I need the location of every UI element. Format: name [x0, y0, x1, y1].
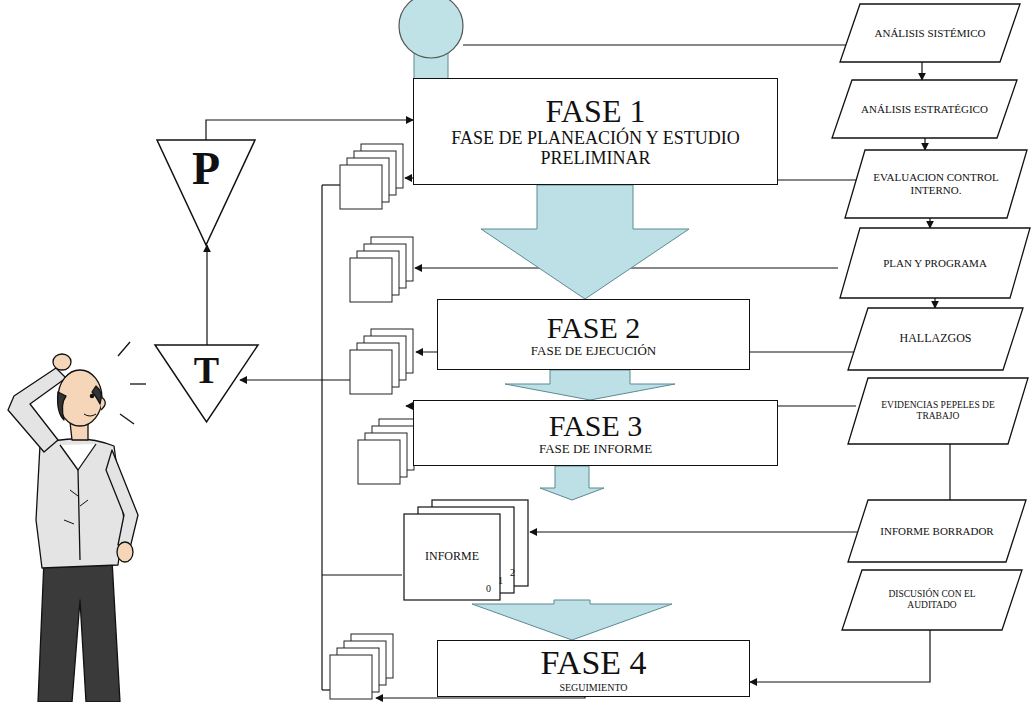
node-content: P: [157, 140, 255, 245]
phase-title: FASE 4: [540, 644, 646, 681]
block-arrow: [540, 466, 604, 500]
node-content: DISCUSIÓN CON EL AUDITADO: [842, 570, 1022, 630]
node-content: HALLAZGOS: [848, 308, 1023, 370]
connector-line: [206, 245, 207, 345]
wire: [322, 184, 340, 185]
connector-line: [750, 630, 930, 682]
process-box: FASE 1FASE DE PLANEACIÓN Y ESTUDIO PRELI…: [413, 78, 778, 185]
node-label: INFORME: [425, 550, 479, 564]
connector-line: [206, 120, 413, 140]
node-content: EVALUACION CONTROL INTERNO.: [845, 150, 1027, 218]
process-box: FASE 3FASE DE INFORME: [413, 400, 778, 466]
document-sheet: [330, 655, 372, 699]
input-parallelogram: EVIDENCIAS PEPELES DE TRABAJO: [848, 378, 1028, 444]
decision-triangle: P: [157, 140, 255, 245]
wire: [322, 689, 330, 690]
start-circle: [399, 0, 463, 80]
callout-number: 1: [498, 576, 503, 586]
connector-line: [924, 138, 925, 150]
phase-subtitle: SEGUIMIENTO: [559, 682, 627, 693]
callout-number: 2: [510, 568, 515, 578]
callout-number: 0: [486, 584, 491, 594]
document-sheet: [340, 165, 382, 209]
node-content: INFORME BORRADOR: [848, 500, 1026, 562]
node-label: ANÁLISIS SISTÉMICO: [875, 27, 986, 40]
node-label: HALLAZGOS: [900, 332, 972, 346]
phase-subtitle: FASE DE PLANEACIÓN Y ESTUDIO PRELIMINAR: [424, 129, 767, 169]
document-sheet: [350, 350, 392, 394]
connector-line: [778, 179, 856, 180]
connector-line: [530, 531, 858, 532]
connector-line: [934, 298, 935, 308]
document-sheet: [358, 440, 400, 484]
wire: [322, 574, 402, 575]
wires: [240, 45, 856, 698]
node-label: ANÁLISIS ESTRATÉGICO: [861, 103, 988, 116]
node-content: T: [155, 345, 258, 422]
node-content: ANÁLISIS ESTRATÉGICO: [832, 80, 1017, 138]
node-content: FASE 4SEGUIMIENTO: [438, 641, 749, 696]
phase-title: FASE 1: [546, 94, 646, 129]
block-arrow: [481, 185, 689, 299]
node-content: FASE 1FASE DE PLANEACIÓN Y ESTUDIO PRELI…: [414, 79, 777, 184]
process-box: FASE 4SEGUIMIENTO: [437, 640, 750, 697]
node-label: DISCUSIÓN CON EL AUDITADO: [867, 589, 997, 611]
wire: [240, 379, 350, 380]
node-content: EVIDENCIAS PEPELES DE TRABAJO: [848, 378, 1028, 444]
decision-triangle: T: [155, 345, 258, 422]
wire: [463, 44, 846, 45]
phase-title: FASE 3: [549, 409, 643, 442]
phase-subtitle: FASE DE INFORME: [539, 442, 652, 456]
connector-line: [929, 218, 930, 228]
document-stack: INFORME: [404, 500, 530, 600]
document-sheet: [350, 258, 392, 302]
node-content: ANÁLISIS SISTÉMICO: [840, 4, 1020, 62]
connector-line: [949, 444, 950, 500]
input-parallelogram: ANÁLISIS SISTÉMICO: [840, 4, 1020, 62]
block-arrow: [505, 370, 675, 400]
node-label: PLAN Y PROGRAMA: [883, 257, 987, 270]
node-label: T: [194, 351, 219, 389]
input-parallelogram: ANÁLISIS ESTRATÉGICO: [832, 80, 1017, 138]
wire: [405, 177, 413, 178]
thinking-man: [8, 342, 146, 702]
node-label: P: [192, 146, 220, 192]
node-content: PLAN Y PROGRAMA: [840, 228, 1030, 298]
input-parallelogram: EVALUACION CONTROL INTERNO.: [845, 150, 1027, 218]
process-box: FASE 2FASE DE EJECUCIÓN: [437, 299, 750, 370]
connector-line: [921, 62, 922, 80]
phase-title: FASE 2: [547, 311, 641, 344]
node-label: EVIDENCIAS PEPELES DE TRABAJO: [873, 400, 1003, 422]
node-label: INFORME BORRADOR: [880, 525, 993, 538]
block-arrow: [472, 600, 672, 640]
document-stacks: [330, 144, 421, 699]
input-parallelogram: DISCUSIÓN CON EL AUDITADO: [842, 570, 1022, 630]
node-content: FASE 3FASE DE INFORME: [414, 401, 777, 465]
input-parallelogram: HALLAZGOS: [848, 308, 1023, 370]
input-parallelogram: INFORME BORRADOR: [848, 500, 1026, 562]
node-content: FASE 2FASE DE EJECUCIÓN: [438, 300, 749, 369]
node-content: INFORME: [404, 514, 500, 600]
phase-subtitle: FASE DE EJECUCIÓN: [531, 344, 656, 358]
input-parallelogram: PLAN Y PROGRAMA: [840, 228, 1030, 298]
wire: [321, 185, 322, 690]
node-label: EVALUACION CONTROL INTERNO.: [870, 171, 1002, 196]
